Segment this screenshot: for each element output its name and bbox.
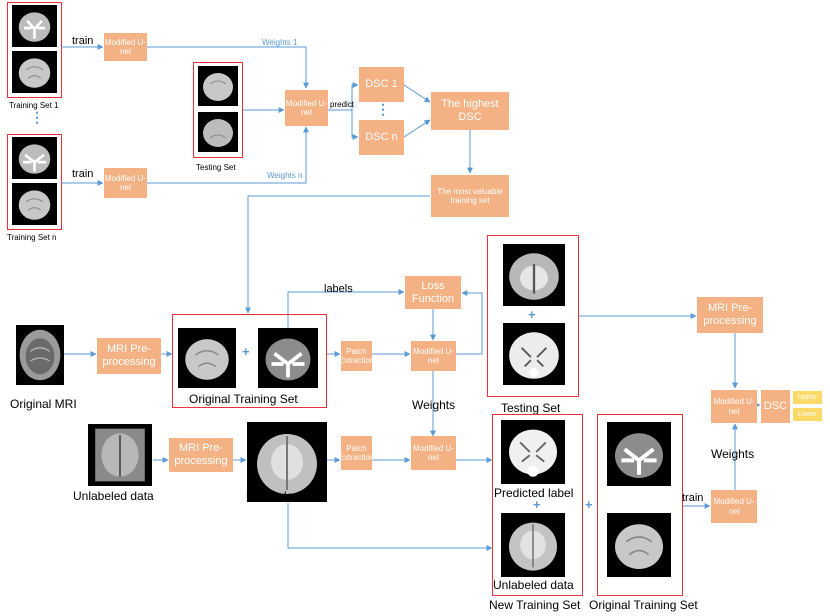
mri-preprocessing-2-box: MRI Pre-processing xyxy=(169,438,233,472)
brain-image-ots2-b xyxy=(607,513,671,577)
weights-right-label: Weights xyxy=(711,447,755,461)
weights-n-label: Weights n xyxy=(267,171,303,180)
brain-image-ots-a xyxy=(178,328,236,388)
modified-unet-main-box: Modified U-net xyxy=(411,341,456,371)
predict-label: predict xyxy=(330,100,355,109)
modified-unet-final-box: Modified U-net xyxy=(711,390,757,423)
brain-image-test-b xyxy=(198,112,238,152)
training-set-n-label: Training Set n xyxy=(7,233,57,242)
plus-icon-testmid: + xyxy=(528,307,536,322)
dsc-final-box: DSC xyxy=(761,390,790,423)
patch-extraction-1-box: Patch Extraction xyxy=(339,341,374,371)
brain-label-ots-b xyxy=(258,328,318,388)
patch-extraction-2-box: Patch Extraction xyxy=(339,436,374,470)
brain-image-trainn-b xyxy=(12,183,57,225)
mri-preprocessing-3-box: MRI Pre-processing xyxy=(697,297,763,333)
unlabeled-data-3-label: Unlabeled data xyxy=(493,578,574,592)
training-set-1-frame xyxy=(7,2,62,98)
original-training-set-label: Original Training Set xyxy=(189,392,298,406)
brain-image-train1-b xyxy=(12,51,57,93)
lower-badge: Lower xyxy=(793,408,822,421)
original-training-set-2-label: Original Training Set xyxy=(589,598,698,612)
training-set-n-frame xyxy=(7,134,62,230)
dsc-dots-icon: ⋮ xyxy=(376,101,390,117)
plus-icon-between: + xyxy=(585,497,593,512)
original-training-set-frame xyxy=(172,314,327,408)
new-training-set-frame xyxy=(492,414,583,596)
unlabeled-data-2-label: Unlabeled data xyxy=(246,489,327,503)
original-mri-label: Original MRI xyxy=(10,397,77,411)
modified-unet-predict-box: Modified U-net xyxy=(285,90,328,126)
weights-mid-label: Weights xyxy=(412,398,456,412)
predicted-label-image xyxy=(501,420,565,484)
higher-badge: higher xyxy=(793,391,822,404)
dsc-n-box: DSC n xyxy=(359,120,404,155)
train-final-label: train xyxy=(682,492,704,504)
plus-icon-ots: + xyxy=(242,344,250,359)
modified-unet-trainn-box: Modified U-net xyxy=(104,168,147,198)
labels-label: labels xyxy=(324,283,353,295)
weights-1-label: Weights 1 xyxy=(262,38,298,47)
modified-unet-unlabeled-box: Modified U-net xyxy=(411,436,456,470)
train-label-1: train xyxy=(72,35,94,47)
brain-label-testmid-b xyxy=(503,323,565,385)
highest-dsc-box: The highest DSC xyxy=(431,92,509,130)
training-set-1-label: Training Set 1 xyxy=(9,101,59,110)
testing-set-top-label: Testing Set xyxy=(196,163,236,172)
brain-image-test-a xyxy=(198,66,238,106)
mri-preprocessing-1-box: MRI Pre-processing xyxy=(97,338,161,374)
brain-image-testmid-a xyxy=(503,244,565,306)
original-mri-image xyxy=(16,325,64,385)
brain-image-train1-a xyxy=(12,5,57,47)
unlabeled-raw-image xyxy=(88,424,152,486)
vertical-dots-icon: ⋮ xyxy=(30,109,44,125)
dsc-1-box: DSC 1 xyxy=(359,67,404,102)
testing-set-mid-frame xyxy=(487,235,579,397)
plus-icon-new: + xyxy=(533,497,541,512)
testing-set-mid-label: Testing Set xyxy=(501,401,561,415)
new-training-set-label: New Training Set xyxy=(489,598,581,612)
unlabeled-data-1-label: Unlabeled data xyxy=(73,489,154,503)
brain-image-trainn-a xyxy=(12,137,57,179)
brain-label-ots2-a xyxy=(607,422,671,486)
modified-unet-retrain-box: Modified U-net xyxy=(711,490,757,523)
predicted-label-label: Predicted label xyxy=(494,486,574,500)
modified-unet-train1-box: Modified U-net xyxy=(104,33,147,61)
unlabeled-processed-image xyxy=(247,422,327,502)
testing-set-top-frame xyxy=(193,62,243,158)
loss-function-box: Loss Function xyxy=(405,276,461,309)
original-training-set-2-frame xyxy=(597,414,683,596)
train-label-n: train xyxy=(72,168,94,180)
most-valuable-training-set-box: The most valuable training set xyxy=(431,175,509,217)
unlabeled-data-image-new xyxy=(501,513,565,577)
